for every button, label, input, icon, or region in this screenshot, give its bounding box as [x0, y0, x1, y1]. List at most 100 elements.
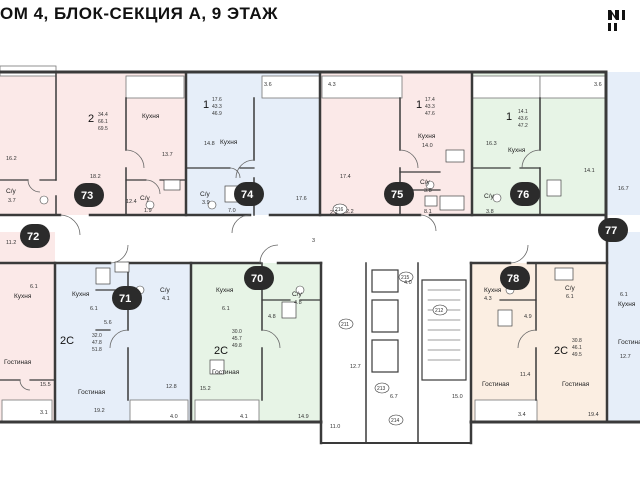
apt-76-measure: 3.8 [486, 209, 494, 215]
apt-70-kitchen: Кухня [216, 287, 234, 294]
apartment-number: 75 [391, 189, 403, 201]
apt-70-area-3: 49.8 [232, 343, 242, 349]
apt-75-kitchen: Кухня [418, 133, 436, 140]
apt-71-area-1: 32.0 [92, 333, 102, 339]
core-room-label: 213 [377, 386, 386, 392]
core-measure: 12.7 [350, 364, 361, 370]
apt-74-measure: 17.6 [296, 196, 307, 202]
apt-72-measure: 15.5 [40, 382, 51, 388]
apartment-number: 71 [119, 293, 131, 305]
apt-73-area-2: 66.1 [98, 119, 108, 125]
apt-72-measure: 3.1 [40, 410, 48, 416]
apt-76-area-3: 47.2 [518, 123, 528, 129]
apt-78-measure: 4.9 [524, 314, 532, 320]
apt-75-rooms: 1 [416, 99, 422, 111]
apt-71-kitchen: Кухня [72, 291, 90, 298]
apartment-badge-70[interactable]: 70 [244, 266, 274, 290]
apt-73-measure: 12.4 [126, 199, 137, 205]
apt-75-bath: С/у [420, 179, 431, 186]
core-measure: 3 [312, 238, 315, 244]
apt-78-living: Гостиная [482, 381, 510, 388]
apt-73-measure: 16.2 [6, 156, 17, 162]
apt-76-rooms: 1 [506, 111, 512, 123]
apt-70-measure: 4.8 [268, 314, 276, 320]
apt-73-area-1: 34.4 [98, 112, 108, 118]
apt-76-kitchen: Кухня [508, 147, 526, 154]
apt-74-measure: 14.8 [204, 141, 215, 147]
apt-78-bath: С/у [565, 285, 576, 292]
apt-79-living: Гостиная [618, 339, 640, 346]
apt-78-area-2: 46.1 [572, 345, 582, 351]
apt-74-kitchen: Кухня [220, 139, 238, 146]
core-measure: 11.0 [330, 424, 340, 430]
apt-72-living: Гостиная [4, 359, 32, 366]
apt-71-measure: 12.8 [166, 384, 177, 390]
apt-71-area-3: 51.8 [92, 347, 102, 353]
apt-70-area-1: 30.0 [232, 329, 242, 335]
apartment-number: 73 [81, 190, 93, 202]
apt-75-area-2: 43.3 [425, 104, 435, 110]
core-measure: 6.7 [390, 394, 398, 400]
apartment-badge-77[interactable]: 77 [598, 218, 628, 242]
apt-71-measure: 19.2 [94, 408, 105, 414]
apt-78-measure: 3.4 [518, 412, 526, 418]
apartment-number: 74 [241, 189, 254, 201]
apt-72-kitchen: Кухня [14, 293, 32, 300]
apartment-72-area[interactable] [0, 232, 55, 422]
apt-71-measure: 5.6 [104, 320, 112, 326]
apt-75-measure: 2.2 [346, 209, 354, 215]
apartment-number: 77 [605, 225, 617, 237]
apt-79-kitchen: Кухня [618, 301, 636, 308]
apt-78-living-2: Гостиная [562, 381, 590, 388]
apartment-badge-74[interactable]: 74 [234, 182, 264, 206]
apt-78-area-3: 49.5 [572, 352, 582, 358]
core-room-label: 212 [435, 308, 444, 314]
apt-74-area-1: 17.6 [212, 97, 222, 103]
apt-73-bath-2: С/у [140, 195, 151, 202]
apartment-78-area[interactable] [471, 263, 607, 422]
apartment-badge-72[interactable]: 72 [20, 224, 50, 248]
apt-75-measure: 8.1 [424, 209, 432, 215]
apt-73-rooms: 2 [88, 113, 94, 125]
apt-78-kitchen: Кухня [484, 287, 502, 294]
core-room-label: 214 [391, 418, 400, 424]
apt-76-measure: 16.3 [486, 141, 497, 147]
apt-74-area-2: 43.3 [212, 104, 222, 110]
apt-70-area-2: 45.7 [232, 336, 242, 342]
apt-78-measure: 6.1 [566, 294, 574, 300]
apartment-badge-75[interactable]: 75 [384, 182, 414, 206]
apt-70-measure: 15.2 [200, 386, 211, 392]
apt-72-measure: 11.2 [6, 240, 16, 246]
apartment-badge-73[interactable]: 73 [74, 183, 104, 207]
apt-70-measure: 6.1 [222, 306, 230, 312]
core-room-label: 216 [335, 207, 344, 213]
apt-75-area-3: 47.6 [425, 111, 435, 117]
core-measure: 2.2 [330, 210, 338, 216]
apt-75-area-1: 17.4 [425, 97, 435, 103]
apt-78-rooms: 2С [554, 345, 568, 357]
apt-78-area-1: 30.8 [572, 338, 582, 344]
apt-74-measure: 3.6 [264, 82, 272, 88]
apartment-number: 70 [251, 273, 263, 285]
apartment-badge-78[interactable]: 78 [500, 266, 530, 290]
apt-70-measure: 4.1 [240, 414, 248, 420]
apt-79-measure: 6.1 [620, 292, 628, 298]
core-measure: 15.0 [452, 394, 463, 400]
corridor [0, 215, 640, 263]
apt-75-measure: 17.4 [340, 174, 351, 180]
core-measure: 4.0 [404, 280, 412, 286]
apt-78-measure: 19.4 [588, 412, 599, 418]
stair-core [321, 263, 471, 443]
apartment-79-area[interactable] [607, 232, 640, 422]
apt-73-area-3: 69.5 [98, 126, 108, 132]
apt-70-measure: 4.8 [294, 300, 302, 306]
apartment-77-area[interactable] [606, 72, 640, 232]
apartment-badge-76[interactable]: 76 [510, 182, 540, 206]
apt-70-living: Гостиная [212, 369, 240, 376]
apartment-badge-71[interactable]: 71 [112, 286, 142, 310]
apt-71-area-2: 47.8 [92, 340, 102, 346]
apt-73-measure: 13.7 [162, 152, 173, 158]
apt-73-measure: 1.9 [144, 208, 152, 214]
apt-75-measure: 14.0 [422, 143, 433, 149]
